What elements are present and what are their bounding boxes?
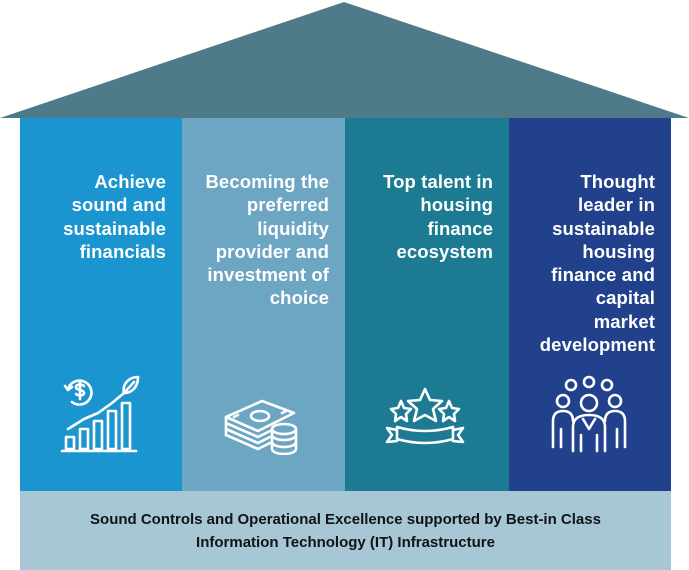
pillar-line: finance — [427, 217, 493, 239]
people-group-icon — [551, 375, 627, 453]
roof-shape — [0, 2, 689, 118]
pillar-line: Thought — [580, 171, 655, 192]
pillar-line: financials — [79, 240, 166, 262]
pillar-thought-leader-text: Thought leader in sustainable housing fi… — [519, 170, 655, 356]
foundation-line-1: Sound Controls and Operational Excellenc… — [90, 510, 601, 528]
pillar-line: liquidity — [257, 217, 329, 239]
pillar-line: market — [593, 310, 655, 332]
pillar-line: housing — [420, 194, 493, 216]
pillar-line: leader in — [578, 194, 655, 216]
growth-chart-icon — [60, 375, 140, 453]
pillar-line: Becoming the — [205, 171, 329, 192]
money-coins-icon — [224, 399, 298, 455]
pillar-line: ecosystem — [396, 240, 493, 262]
pillar-financials-text: Achieve sound and sustainable financials — [30, 170, 166, 263]
pillar-line: sustainable — [552, 217, 655, 239]
pillar-line: choice — [269, 287, 329, 309]
pillar-financials: Achieve sound and sustainable financials — [20, 118, 182, 491]
pillar-line: sustainable — [63, 217, 166, 239]
pillar-thought-leader: Thought leader in sustainable housing fi… — [509, 118, 671, 491]
pillar-line: finance and — [551, 264, 655, 286]
pillar-line: provider and — [215, 240, 329, 262]
pillar-talent-text: Top talent in housing finance ecosystem — [355, 170, 493, 263]
stars-award-icon — [385, 387, 465, 445]
foundation-text: Sound Controls and Operational Excellenc… — [46, 508, 646, 554]
pillar-line: Top talent in — [383, 171, 493, 192]
pillar-liquidity: Becoming the preferred liquidity provide… — [182, 118, 345, 491]
pillar-line: sound and — [71, 194, 166, 216]
pillar-line: capital — [595, 287, 655, 309]
pillar-line: development — [539, 334, 655, 356]
pillar-line: preferred — [246, 194, 329, 216]
pillar-talent: Top talent in housing finance ecosystem — [345, 118, 509, 491]
foundation: Sound Controls and Operational Excellenc… — [20, 491, 671, 570]
pillar-line: housing — [582, 240, 655, 262]
pillar-line: investment of — [207, 264, 329, 286]
pillar-line: Achieve — [94, 171, 166, 192]
pillar-liquidity-text: Becoming the preferred liquidity provide… — [192, 170, 329, 310]
foundation-line-2: Information Technology (IT) Infrastructu… — [196, 533, 495, 551]
roof — [0, 2, 689, 118]
